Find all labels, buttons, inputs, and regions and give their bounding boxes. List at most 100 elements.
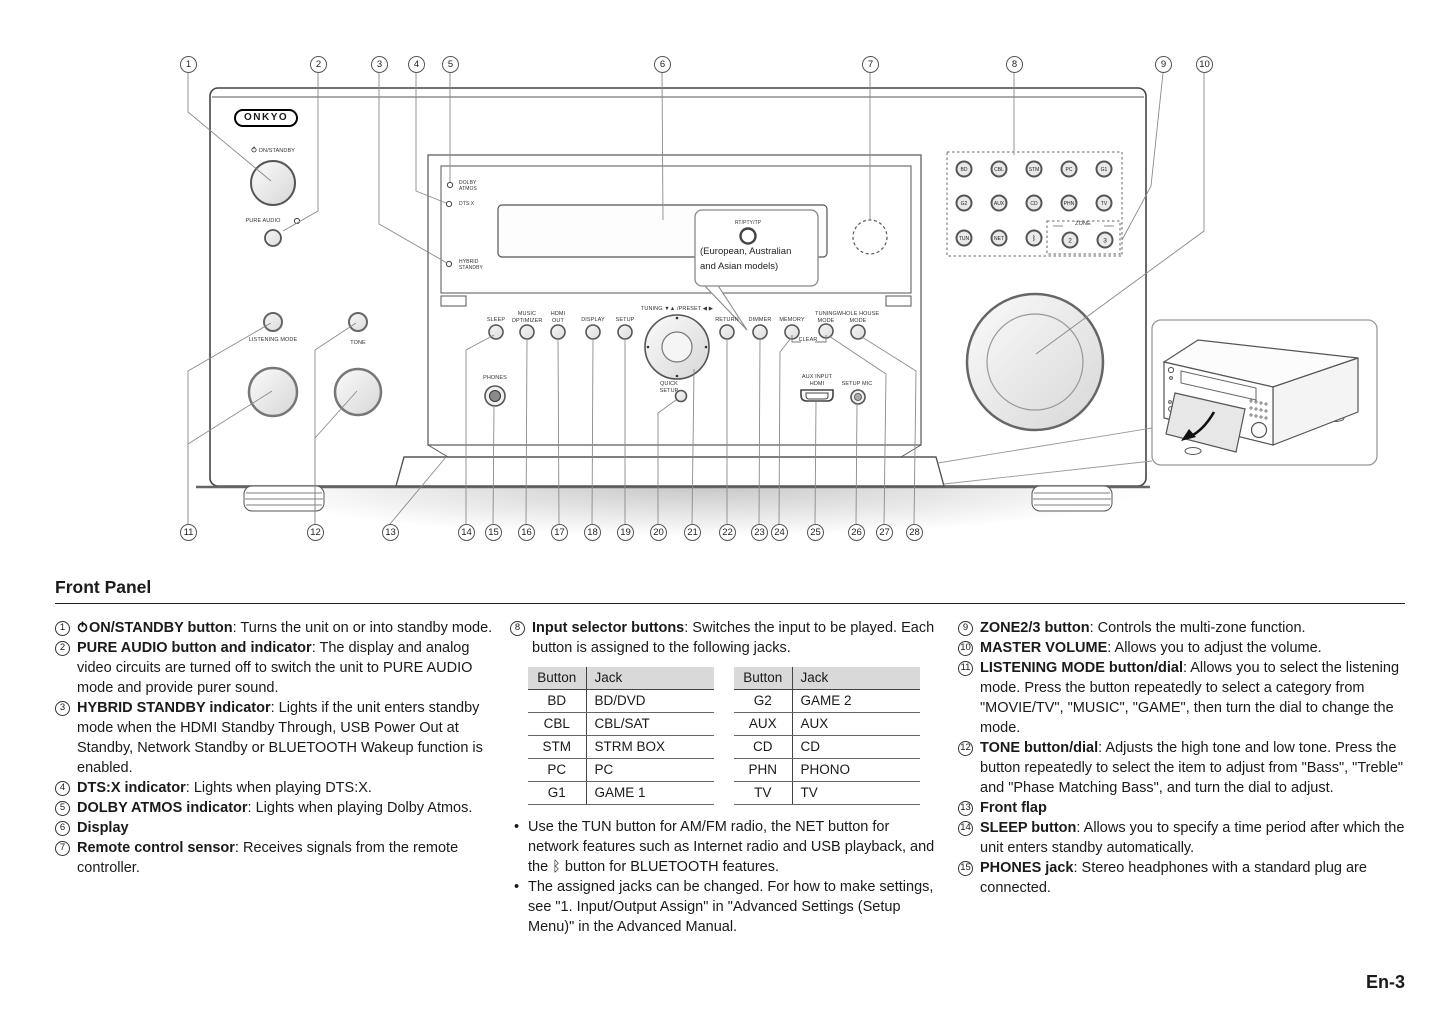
item-desc: : Receives signals from the remote contr… [77,840,459,876]
callout-4: 4 [408,56,425,73]
svg-text:3: 3 [1103,238,1107,245]
item-desc: : Switches the input to be played. Each … [532,620,935,656]
item-number: 1 [55,620,70,636]
callout-11: 11 [180,524,197,541]
item-desc: : Adjusts the high tone and low tone. Pr… [980,740,1404,796]
bluetooth-icon: ᛒ [1032,235,1036,243]
item-number: 10 [958,640,973,656]
item-number: 7 [55,840,70,856]
pure-audio-button [264,229,282,247]
item-number: 9 [958,620,973,636]
item-desc: : The display and analog video circuits … [77,640,473,696]
svg-text:G1: G1 [1101,167,1108,173]
note-bullet: Use the TUN button for AM/FM radio, the … [514,817,942,877]
unit-feet [243,485,1113,512]
callout-7: 7 [862,56,879,73]
item-desc: : Allows you to adjust the volume. [1107,640,1322,656]
listening-mode-label: LISTENING MODE [248,337,298,343]
item-term: Input selector buttons [532,620,685,636]
model-note-bubble [694,209,819,287]
setup-button [617,324,633,340]
item-term: PHONES jack [980,860,1074,876]
tuning-preset-label: TUNING ▼▲ /PRESET ◀ ▶ [640,306,714,312]
aux-input-hdmi-label: AUX INPUT HDMI [801,374,833,387]
music-optimizer-button [519,324,535,340]
item-number: 8 [510,620,525,636]
page-number: En-3 [1365,972,1405,992]
pure-audio-label: PURE AUDIO [245,218,281,224]
display-label: DISPLAY [581,317,605,323]
column-header: Jack [585,667,714,690]
svg-text:2: 2 [1068,238,1072,245]
item-term: MASTER VOLUME [980,640,1108,656]
item-term: DOLBY ATMOS indicator [77,800,248,816]
item-term: ON/STANDBY button [89,620,233,636]
hdmi-out-button [550,324,566,340]
quick-setup-label: QUICK SETUP [659,381,679,394]
flap-hinge-left [440,295,467,307]
dolby-atmos-led [446,181,454,189]
column-header: Jack [791,667,920,690]
control-buttons [488,323,866,403]
rt-pty-tp-button [739,227,757,245]
list-item: 8 Input selector buttons: Switches the in… [510,618,942,658]
item-term: TONE button/dial [980,740,1099,756]
svg-text:G2: G2 [961,201,968,207]
list-item: 15 PHONES jack: Stereo headphones with a … [958,858,1406,898]
power-button [250,160,296,206]
setup-mic-label: SETUP MIC [841,381,873,387]
brand-logo: ONKYO [234,109,299,127]
hdmi-out-label: HDMI OUT [550,311,566,324]
zone-group [1046,220,1121,255]
item-number: 14 [958,820,973,836]
item-term: HYBRID STANDBY indicator [77,700,271,716]
callout-12: 12 [307,524,324,541]
flap-hinge-right [885,295,912,307]
callout-25: 25 [807,524,824,541]
item-desc: : Lights when playing DTS:X. [185,780,372,796]
svg-text:CD: CD [1030,201,1038,207]
callout-13: 13 [382,524,399,541]
hybrid-standby-label: HYBRID STANDBY [459,259,483,271]
item-number: 6 [55,820,70,836]
rt-pty-tp-label: RT/PTY/TP [734,220,762,226]
power-icon [251,146,257,153]
column-header: Button [528,667,586,690]
callout-20: 20 [650,524,667,541]
svg-text:CBL: CBL [994,167,1004,173]
item-desc: : Lights when playing Dolby Atmos. [247,800,473,816]
item-number: 15 [958,860,973,876]
callout-22: 22 [719,524,736,541]
input-selector-group [946,151,1123,257]
callout-lines [187,72,1205,525]
item-desc: : Stereo headphones with a standard plug… [980,860,1367,896]
callout-2: 2 [310,56,327,73]
svg-text:AUX: AUX [994,201,1005,207]
svg-text:TV: TV [1101,201,1108,207]
item-desc: : Allows you to specify a time period af… [980,820,1405,856]
clear-label: CLEAR [798,337,818,343]
whole-house-mode-button [850,324,866,340]
item-desc: : Controls the multi-zone function. [1089,620,1306,636]
callout-15: 15 [485,524,502,541]
callout-8: 8 [1006,56,1023,73]
svg-text:PHN: PHN [1064,201,1075,207]
tuning-mode-label: TUNING MODE [815,311,837,324]
tone-button [348,312,368,332]
dtsx-label: DTS:X [459,201,475,207]
receiver-line-art: BD CBL STM PC G1 G2 AUX CD PHN TV TUN NE… [187,72,1378,525]
